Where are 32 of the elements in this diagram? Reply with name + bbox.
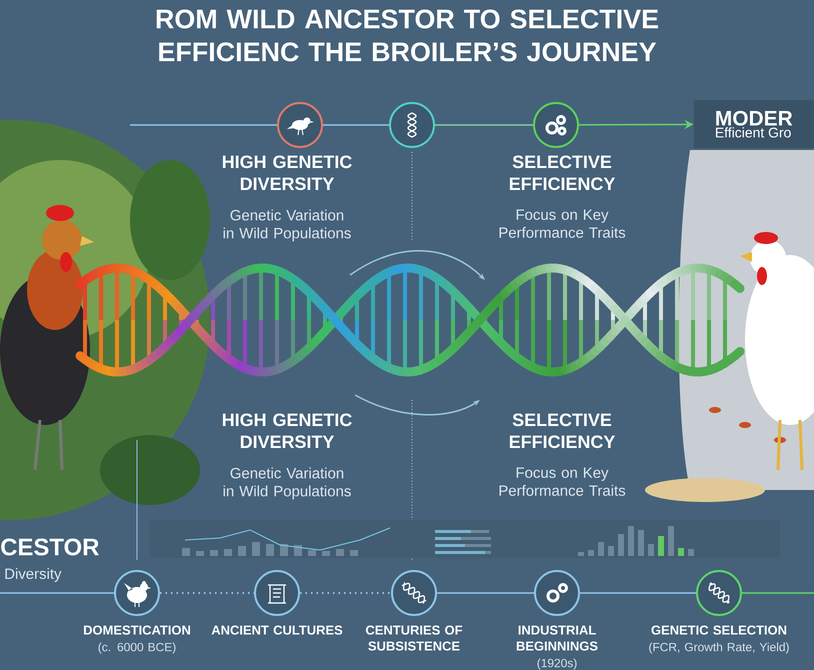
milestone-title: DOMESTICATION (84, 626, 190, 635)
connector-line (130, 124, 277, 126)
title: ROM WILD ANCESTOR TO SELECTIVE EFFICIENC THE BROILER’S JOURNEY (156, 10, 658, 62)
connector-line (300, 592, 391, 594)
connector-line (323, 124, 389, 126)
section-heading: HIGH GENETIC DIVERSITY (222, 414, 352, 448)
section-heading: SELECTIVE EFFICIENCY (510, 156, 616, 190)
connector-line (437, 592, 534, 594)
label-panel: MODER Efficient Gro (694, 100, 814, 148)
section-text: Focus on Key Performance Traits (500, 210, 626, 238)
milestone-date: (1920s) (537, 658, 577, 670)
connector-line (742, 592, 814, 594)
section-heading: HIGH GENETIC DIVERSITY (222, 156, 352, 190)
milestone-title: GENETIC SELECTION (652, 626, 786, 635)
connector-line (435, 124, 533, 126)
milestone-title: ANCIENT CULTURES (212, 626, 342, 635)
milestone-date: (FCR, Growth Rate, Yield) (649, 642, 789, 654)
connector-line (0, 592, 114, 594)
icon-circle (533, 102, 579, 148)
section-heading: SELECTIVE EFFICIENCY (510, 414, 616, 448)
section-text: Focus on Key Performance Traits (500, 468, 626, 496)
milestone-title: CENTURIES OF SUBSISTENCE (366, 626, 462, 651)
milestone-date: (c. 6000 BCE) (98, 642, 176, 654)
icon-circle (389, 102, 435, 148)
panel-heading: CESTOR (1, 538, 99, 556)
section-text: Genetic Variation in Wild Populations (224, 210, 351, 242)
milestone-title: INDUSTRIAL BEGINNINGS (516, 626, 598, 651)
panel-subtitle: Diversity (5, 568, 62, 582)
connector-line (580, 592, 696, 594)
section-text: Genetic Variation in Wild Populations (224, 468, 351, 500)
connector-line (160, 592, 254, 594)
icon-circle (277, 102, 323, 148)
